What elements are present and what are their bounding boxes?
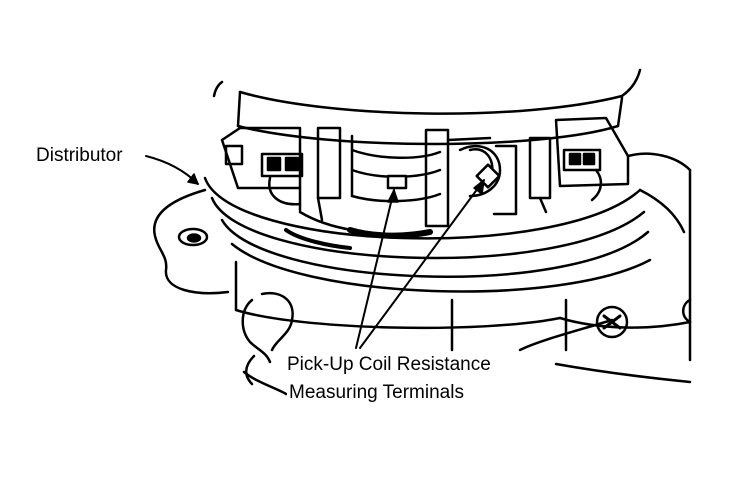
pickup-terminal-left — [386, 174, 408, 190]
screw-icon — [595, 305, 629, 339]
distributor-label: Distributor — [34, 145, 125, 166]
distributor-housing — [152, 152, 692, 384]
right-connector — [554, 116, 630, 202]
pickup-coil-label-line2: Measuring Terminals — [287, 382, 466, 403]
pickup-coil-label-line1: Pick-Up Coil Resistance — [285, 354, 493, 375]
screw-icon-partial — [682, 298, 692, 324]
distributor-cap — [212, 68, 642, 146]
flange-mount-hole — [177, 227, 209, 247]
distributor-leader-arrow — [145, 155, 199, 185]
pickup-coil-assembly — [284, 126, 552, 250]
lower-left-casting — [241, 291, 294, 396]
pickup-leader-arrows — [355, 179, 485, 349]
left-connector — [220, 126, 304, 212]
